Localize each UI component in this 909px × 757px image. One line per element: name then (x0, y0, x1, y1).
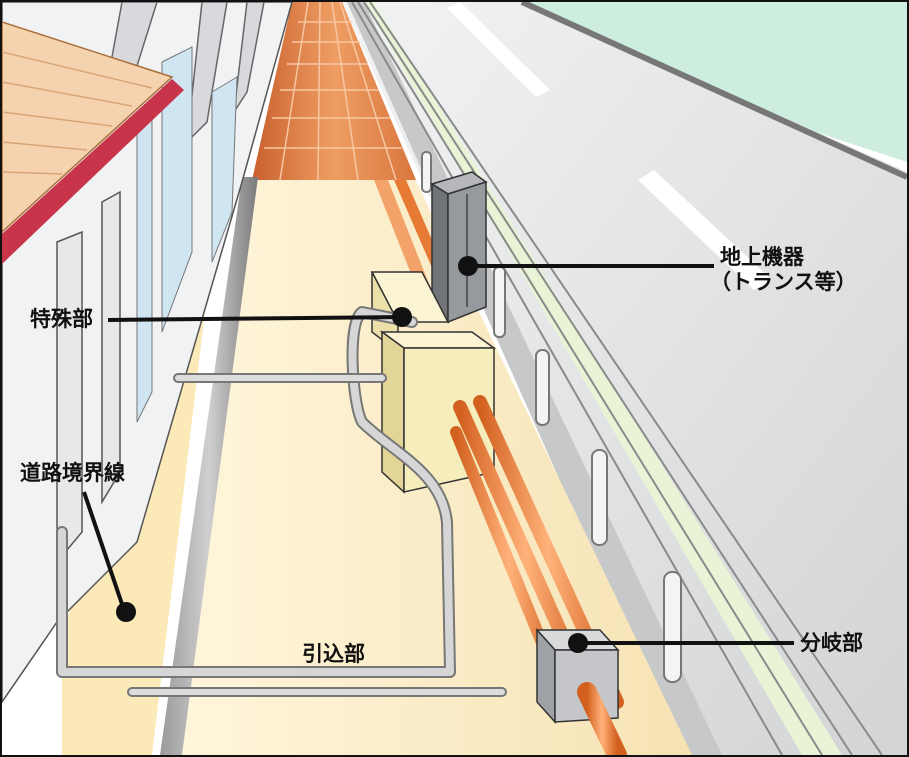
bollard (535, 349, 550, 426)
label-branch-section: 分岐部 (800, 631, 863, 655)
guardrail-rail (363, 2, 853, 755)
bollard-group (421, 151, 682, 683)
awning-edge (2, 79, 184, 264)
bollard (493, 266, 506, 338)
bollard (663, 571, 682, 683)
transformer-unit (430, 171, 488, 324)
grass-area (522, 2, 907, 162)
label-special-section: 特殊部 (30, 307, 93, 331)
lane-marking (638, 170, 772, 290)
label-service-section: 引込部 (302, 642, 365, 666)
road-edge-line (520, 2, 907, 180)
branch-cable-outlet (577, 682, 627, 755)
marker-road-boundary (116, 602, 136, 622)
label-ground-equipment-line1: 地上機器 (720, 245, 804, 269)
lane-marking (447, 2, 550, 97)
service-pipe (56, 306, 507, 697)
guardrail-rail (351, 2, 783, 755)
marker-branch-section (568, 633, 588, 653)
marker-special-section (392, 307, 412, 327)
storefront-pillars (56, 190, 121, 565)
shop-awning (2, 21, 174, 234)
label-ground-equipment-line2: （トランス等） (710, 270, 857, 295)
guardrail-rail (369, 2, 883, 755)
label-road-boundary: 道路境界線 (20, 461, 125, 485)
tile-grid (264, 2, 402, 181)
windows (136, 46, 238, 423)
bollard (421, 151, 432, 193)
gutter-strip (160, 177, 258, 755)
leader-special-section (107, 315, 403, 322)
marker-ground-equipment (458, 256, 478, 276)
bollard (591, 449, 608, 546)
tiled-pavement (252, 2, 416, 180)
label-ground-equipment: 地上機器 （トランス等） (710, 245, 857, 295)
leader-road-boundary (82, 491, 126, 611)
guardrail-rail (357, 2, 823, 755)
awning-slats (2, 51, 153, 175)
